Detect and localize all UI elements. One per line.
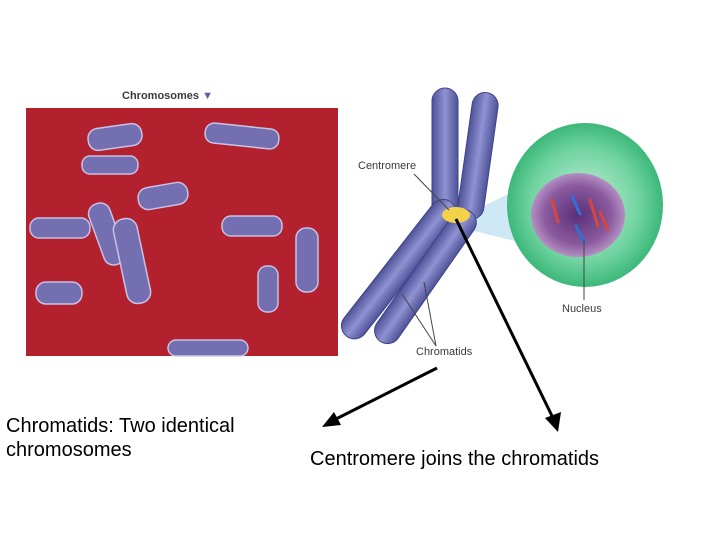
micrograph-chromosome xyxy=(29,217,91,239)
chromatids-arrow-shaft xyxy=(331,366,438,423)
centromere-label: Centromere xyxy=(358,160,417,172)
chromatids-arrowhead xyxy=(322,412,341,427)
centromere-leader xyxy=(413,173,450,211)
centromere-arrowhead xyxy=(545,412,561,432)
nucleus-chromosomes xyxy=(550,194,610,244)
chromatids-caption-line2: chromosomes xyxy=(6,439,132,461)
x-chromosome xyxy=(340,87,499,345)
nucleus-chromosome xyxy=(598,210,610,232)
chromosome-micrograph xyxy=(26,108,338,357)
micrograph-title-text: Chromosomes xyxy=(122,90,200,102)
centromere-arrow-shaft xyxy=(454,218,555,419)
cell xyxy=(460,123,663,287)
micrograph-chromosome xyxy=(167,339,249,357)
micrograph-chromosome xyxy=(257,265,279,313)
nucleus-chromosome xyxy=(588,198,600,228)
micrograph-chromosome xyxy=(137,181,189,211)
micrograph-chromosome xyxy=(204,122,280,150)
nucleus-label: Nucleus xyxy=(562,303,602,315)
triangle-down-icon: ▼ xyxy=(202,90,213,102)
leader-lines xyxy=(401,173,585,347)
micrograph-chromosome xyxy=(35,281,83,305)
centromere xyxy=(442,207,470,223)
micrograph-title: Chromosomes ▼ xyxy=(122,90,213,102)
micrograph-chromosome xyxy=(221,215,283,237)
chromatids-label: Chromatids xyxy=(416,346,473,358)
micrograph-chromosome xyxy=(112,217,152,305)
chromatids-leader-right xyxy=(423,281,437,347)
annotation-arrows xyxy=(322,218,561,432)
chromatids-caption-line1: Chromatids: Two identical xyxy=(6,415,235,437)
centromere-caption: Centromere joins the chromatids xyxy=(310,448,600,470)
chromatids-caption: Chromatids: Two identical chromosomes xyxy=(6,414,235,462)
micrograph-chromosome xyxy=(81,155,139,175)
nucleus-chromosome xyxy=(550,198,560,224)
nucleus-chromosome xyxy=(574,224,586,244)
chromatid-lower-right xyxy=(374,208,477,345)
chromatids-leader-left xyxy=(401,293,437,347)
nucleus xyxy=(531,173,625,257)
micrograph-chromosome xyxy=(295,227,319,293)
micrograph-chromosome xyxy=(87,122,143,152)
nucleus-chromosome xyxy=(570,194,582,216)
